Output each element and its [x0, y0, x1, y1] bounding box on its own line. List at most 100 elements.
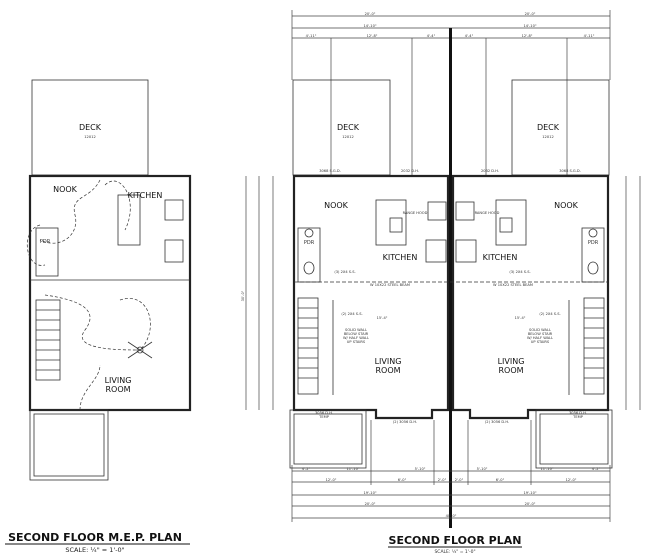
- dh-right: 2032 D.H.: [481, 169, 499, 173]
- dim-bot-f-left: 2'-0": [438, 478, 447, 482]
- dim-bot-e-right: 6'-0": [496, 478, 505, 482]
- dim-top-a-left: 4'-11": [306, 34, 317, 38]
- sgd-right: 3068 S.G.D.: [559, 169, 581, 173]
- dim-top-left-mid: 14'-10": [363, 24, 376, 28]
- dim-bot-mid-left: 19'-10": [363, 491, 376, 495]
- dim-bot-half-right: 20'-0": [525, 502, 536, 506]
- mep-deck-label: DECK: [79, 123, 102, 132]
- sink-icon: [304, 228, 314, 238]
- window-pair-left: (2) 3056 D.H.: [393, 420, 417, 424]
- bottom-dimension-strings: 4'-2" 11'-10" 5'-10" 5'-10" 11'-10" 4'-2…: [291, 420, 611, 522]
- pdr-right-label: PDR: [588, 240, 599, 246]
- pdr-left-label: PDR: [304, 240, 315, 246]
- window-pair-right: (2) 3056 D.H.: [485, 420, 509, 424]
- svg-text:BELOW STAIR: BELOW STAIR: [528, 332, 553, 336]
- dim-bot-c-right: 5'-10": [477, 467, 488, 471]
- range-right: [455, 201, 475, 221]
- temp-right: TEMP: [572, 415, 584, 419]
- beam-left: W 10X22 STEEL BEAM: [370, 283, 410, 287]
- dim-bot-d-left: 12'-0": [326, 478, 337, 482]
- powder-room-right: [581, 227, 605, 283]
- dh-left: 2032 D.H.: [401, 169, 419, 173]
- mep-nook-label: NOOK: [53, 185, 78, 194]
- dim-top-a-right: 4'-11": [584, 34, 595, 38]
- mep-front-porch-inner: [33, 413, 105, 477]
- svg-text:W/ HALF WALL: W/ HALF WALL: [527, 336, 553, 340]
- floor-plan-title: SECOND FLOOR PLAN: [389, 534, 522, 547]
- dim-bot-a-left: 4'-2": [302, 467, 311, 471]
- stair-note-right: SOLID WALL BELOW STAIR W/ HALF WALL UP S…: [527, 328, 553, 344]
- porch-right: [535, 409, 613, 469]
- header2-left: (2) 2X4 S.S.: [341, 312, 362, 316]
- toilet-icon: [303, 261, 315, 275]
- sgd-left: 3068 S.G.D.: [319, 169, 341, 173]
- unit-right-walls: [451, 174, 610, 420]
- stairs-right: [583, 297, 605, 395]
- fridge-right: [455, 239, 477, 263]
- dim-bot-c-left: 5'-10": [415, 467, 426, 471]
- window-temp-left: 3056 D.H.: [315, 411, 333, 415]
- header-left: (3) 2X4 S.S.: [334, 270, 355, 274]
- dim-top-right-mid: 14'-10": [523, 24, 536, 28]
- beam-right: W 10X22 STEEL BEAM: [493, 283, 533, 287]
- nook-left-label: NOOK: [324, 201, 349, 210]
- kitchen-sink-icon: [389, 217, 403, 233]
- dim-bot-f-right: 2'-0": [455, 478, 464, 482]
- toilet-icon: [587, 261, 599, 275]
- dim-top-b-right: 12'-8": [522, 34, 533, 38]
- kitchen-counter-left: [375, 199, 407, 246]
- dim-bot-half-left: 20'-0": [365, 502, 376, 506]
- range-hood-right: RANGE HOOD: [475, 211, 500, 215]
- fridge-left: [425, 239, 447, 263]
- porch-right-inner: [539, 413, 609, 465]
- nook-right-label: NOOK: [554, 201, 579, 210]
- window-temp-right: 3056 D.H.: [569, 411, 587, 415]
- temp-left: TEMP: [318, 415, 330, 419]
- mep-kitchen-label: KITCHEN: [128, 191, 163, 200]
- stair-note-left: SOLID WALL BELOW STAIR W/ HALF WALL UP S…: [343, 328, 369, 344]
- header-right: (3) 2X4 S.S.: [509, 270, 530, 274]
- dim-side-left: 30'-0": [241, 290, 245, 301]
- kitchen-left-label: KITCHEN: [383, 253, 418, 262]
- svg-text:UP STAIRS: UP STAIRS: [347, 340, 366, 344]
- stair-treads-right: [584, 307, 604, 379]
- dim-top-b-left: 12'-8": [367, 34, 378, 38]
- floor-plan: 20'-0" 20'-0" 14'-10" 14'-10" 4'-11" 12'…: [241, 10, 641, 555]
- mep-electrical-wiring: [27, 179, 151, 411]
- room-left-label: ROOM: [375, 366, 400, 375]
- dim-bot-a-right: 4'-2": [592, 467, 601, 471]
- dim-bot-b-right: 11'-10": [540, 467, 553, 471]
- deck-right-size: 12X12: [542, 135, 554, 139]
- party-wall: [449, 28, 452, 528]
- dim-bot-overall: 40'-0": [446, 514, 457, 518]
- kitchen-right-label: KITCHEN: [483, 253, 518, 262]
- living-right-label: LIVING: [498, 357, 525, 366]
- stairs-left: [297, 297, 319, 395]
- living-width-right: 15'-4": [515, 316, 526, 320]
- mep-kitchen-counter: [117, 194, 141, 246]
- dim-top-c-left: 4'-4": [427, 34, 436, 38]
- porch-left-inner: [293, 413, 363, 465]
- deck-left-label: DECK: [337, 123, 360, 132]
- mep-plan-scale: SCALE: ¼" = 1'-0": [65, 546, 124, 554]
- deck-left-size: 12X12: [342, 135, 354, 139]
- mep-exterior-walls: [28, 174, 192, 412]
- mep-deck-size: 12X12: [84, 135, 96, 139]
- living-left-label: LIVING: [375, 357, 402, 366]
- dim-bot-b-left: 11'-10": [346, 467, 359, 471]
- deck-right-label: DECK: [537, 123, 560, 132]
- kitchen-counter-right: [495, 199, 527, 246]
- deck-right: [511, 79, 610, 176]
- svg-text:W/ HALF WALL: W/ HALF WALL: [343, 336, 369, 340]
- mep-living-label: LIVING: [105, 376, 132, 385]
- stair-treads-left: [298, 307, 318, 379]
- mep-plan-title: SECOND FLOOR M.E.P. PLAN: [8, 531, 182, 544]
- side-dimension-strings: 30'-0": [241, 176, 641, 410]
- svg-text:SOLID WALL: SOLID WALL: [345, 328, 367, 332]
- room-right-label: ROOM: [498, 366, 523, 375]
- mep-front-porch: [29, 409, 109, 481]
- floor-plan-scale: SCALE: ¼" = 1'-0": [434, 549, 475, 555]
- mep-range: [164, 199, 184, 221]
- dim-bot-mid-right: 19'-10": [523, 491, 536, 495]
